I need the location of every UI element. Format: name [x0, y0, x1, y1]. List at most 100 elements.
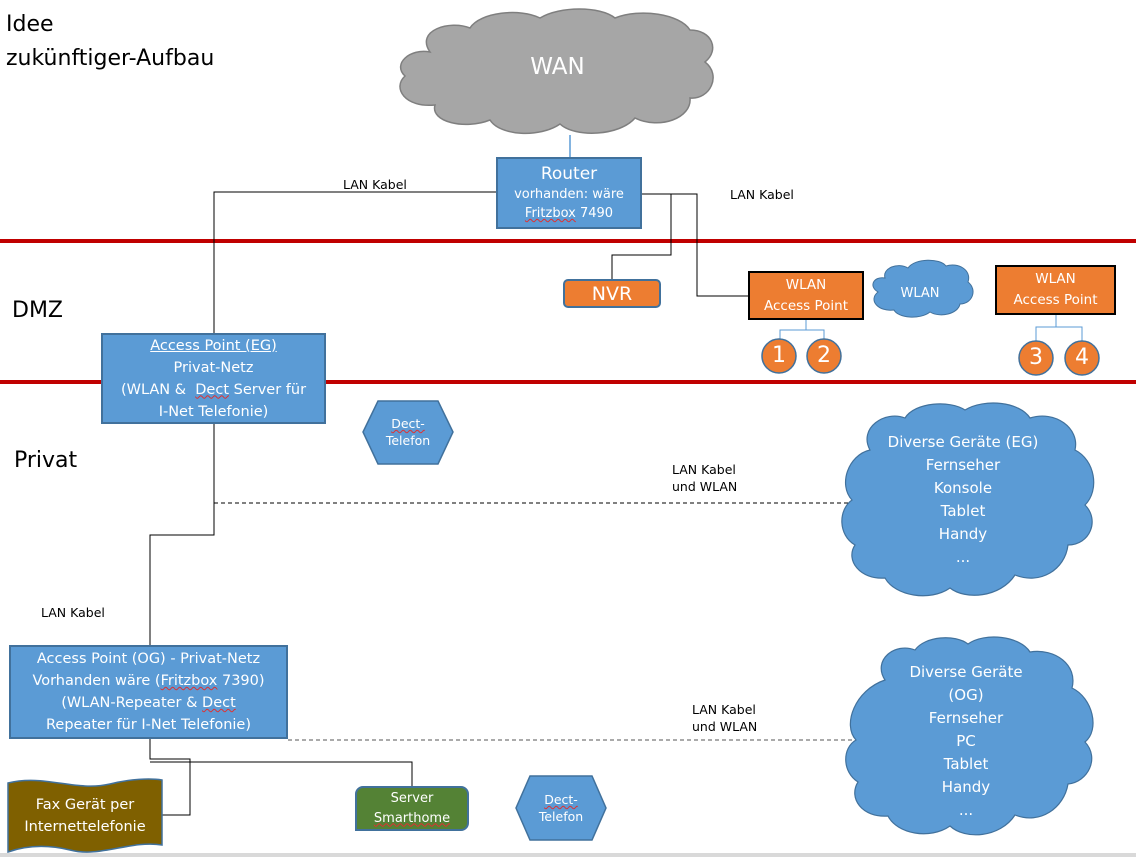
cable-label-og-devices-line1: LAN Kabel [692, 702, 756, 717]
router-ap-eg-cable [213, 191, 497, 333]
ap-og-fax-cable [149, 739, 191, 816]
cable-label-og-link: LAN Kabel [41, 605, 105, 620]
wlan-access-point-1[interactable]: WLAN Access Point [748, 271, 864, 320]
client-number-2: 2 [817, 343, 831, 368]
devices-eg-cloud-icon[interactable] [841, 402, 1095, 597]
zone-label-dmz: DMZ [12, 298, 63, 323]
ap-og-line3-a: (WLAN-Repeater & [61, 695, 203, 711]
ap-eg-line3: (WLAN & Dect Server für [121, 379, 306, 401]
ap-eg-line2: Privat-Netz [173, 359, 254, 376]
dect-eg-line2: Telefon [385, 433, 431, 448]
fax-line2: Internettelefonie [24, 819, 146, 835]
client-circle-4[interactable] [1064, 340, 1100, 376]
server-line2: Smarthome [373, 810, 451, 826]
devices-og-list: Diverse Geräte (OG) Fernseher PC Tablet … [876, 661, 1056, 822]
cable-label-og-devices-line2: und WLAN [692, 719, 758, 734]
nvr-node[interactable]: NVR [563, 279, 661, 308]
wlan-ap-1-line2: Access Point [763, 297, 849, 314]
wan-cloud-icon[interactable] [399, 8, 714, 134]
devices-eg-item: Fernseher [925, 456, 1001, 474]
dect-og-line1: Dect- [544, 792, 578, 807]
client-number-3: 3 [1029, 345, 1043, 370]
diagram-title-line2: zukünftiger-Aufbau [6, 46, 215, 71]
ap-og-line2-a: Vorhanden wäre ( [32, 673, 161, 689]
devices-eg-item: ... [955, 548, 971, 566]
cable-label-eg-devices: LAN Kabel und WLAN [672, 461, 737, 495]
cable-label-og-devices: LAN Kabel und WLAN [692, 701, 757, 735]
server-smarthome-node[interactable]: Server Smarthome [355, 786, 469, 831]
dect-og-hexagon-icon[interactable] [515, 775, 607, 841]
cable-label-eg-devices-line2: und WLAN [672, 479, 738, 494]
devices-eg-list: Diverse Geräte (EG) Fernseher Konsole Ta… [873, 431, 1053, 569]
router-model-number: 7490 [575, 206, 614, 221]
ap-eg-line4: I-Net Telefonie) [158, 403, 269, 420]
router-model-brand: Fritzbox [524, 206, 576, 221]
ap-eg-ap-og-cable [149, 424, 215, 646]
client-circle-3[interactable] [1018, 340, 1054, 376]
ap-eg-line3-a: (WLAN & [120, 381, 196, 398]
wan-label: WAN [530, 54, 585, 80]
devices-og-item: PC [956, 732, 976, 750]
router-title: Router [540, 164, 598, 184]
devices-og-item: Diverse Geräte [909, 663, 1023, 681]
router-wlan-ap-cable [641, 193, 749, 297]
dect-og-label: Dect- Telefon [530, 791, 592, 825]
ap-eg-line3-c: Server für [229, 381, 307, 398]
nvr-label: NVR [591, 282, 633, 305]
fax-document-shape[interactable] [7, 778, 163, 854]
devices-og-item: Tablet [943, 755, 989, 773]
wlan-access-point-2[interactable]: WLAN Access Point [995, 265, 1116, 315]
ap1-client-link-1 [779, 320, 807, 340]
ap-og-line3-b: Dect [202, 695, 236, 711]
client-number-4: 4 [1075, 345, 1089, 370]
wlan-ap-2-line1: WLAN [1035, 271, 1076, 287]
ap-og-line3: (WLAN-Repeater & Dect [61, 692, 236, 714]
access-point-og[interactable]: Access Point (OG) - Privat-Netz Vorhande… [9, 645, 288, 739]
ap-og-line4: Repeater für I-Net Telefonie) [45, 717, 251, 733]
diagram-title-line1: Idee [6, 12, 54, 37]
devices-eg-item: Diverse Geräte (EG) [887, 433, 1039, 451]
page-bottom-border [0, 853, 1136, 857]
ap-eg-line3-b: Dect [195, 381, 230, 398]
devices-eg-item: Handy [938, 525, 988, 543]
ap-og-line1: Access Point (OG) - Privat-Netz [36, 651, 261, 667]
wlan-cloud-icon[interactable] [872, 259, 974, 318]
wlan-cloud-label: WLAN [900, 286, 940, 301]
ap2-client-link-4 [1056, 326, 1083, 342]
devices-eg-item: Konsole [933, 479, 993, 497]
devices-og-item: Fernseher [928, 709, 1004, 727]
wlan-ap-1-line1: WLAN [785, 276, 827, 293]
dect-eg-hexagon-icon[interactable] [362, 400, 454, 465]
cable-label-router-right: LAN Kabel [730, 187, 794, 202]
ap-og-line2-c: 7390) [217, 673, 265, 689]
client-circle-1[interactable] [761, 338, 797, 374]
dect-og-line2: Telefon [538, 809, 584, 824]
devices-og-cloud-icon[interactable] [845, 636, 1094, 836]
router-line3: Fritzbox 7490 [525, 204, 613, 223]
fax-label: Fax Gerät per Internettelefonie [8, 794, 162, 838]
zone-label-privat: Privat [14, 448, 78, 473]
devices-og-item: Handy [941, 778, 991, 796]
server-line1: Server [390, 790, 434, 806]
fax-line1: Fax Gerät per [35, 797, 135, 813]
dect-eg-label: Dect- Telefon [378, 415, 438, 449]
router-line2: vorhanden: wäre [514, 187, 624, 202]
cable-label-eg-devices-line1: LAN Kabel [672, 462, 736, 477]
devices-eg-item: Tablet [940, 502, 986, 520]
client-number-1: 1 [772, 343, 786, 368]
dect-eg-line1: Dect- [391, 416, 425, 431]
ap1-client-link-2 [806, 329, 825, 340]
client-circle-2[interactable] [806, 338, 842, 374]
router-node[interactable]: Router vorhanden: wäre Fritzbox 7490 [496, 157, 642, 229]
ap-og-line2-b: Fritzbox [160, 673, 218, 689]
cable-label-router-left: LAN Kabel [343, 177, 407, 192]
ap-eg-line1: Access Point (EG) [150, 337, 277, 354]
devices-og-item: (OG) [948, 686, 984, 704]
ap-og-line2: Vorhanden wäre (Fritzbox 7390) [32, 670, 264, 692]
wlan-ap-2-line2: Access Point [1013, 292, 1098, 308]
ap2-client-link-3 [1035, 315, 1057, 342]
access-point-eg[interactable]: Access Point (EG) Privat-Netz (WLAN & De… [101, 333, 326, 424]
ap-og-server-cable [150, 761, 413, 786]
devices-og-item: ... [958, 801, 974, 819]
